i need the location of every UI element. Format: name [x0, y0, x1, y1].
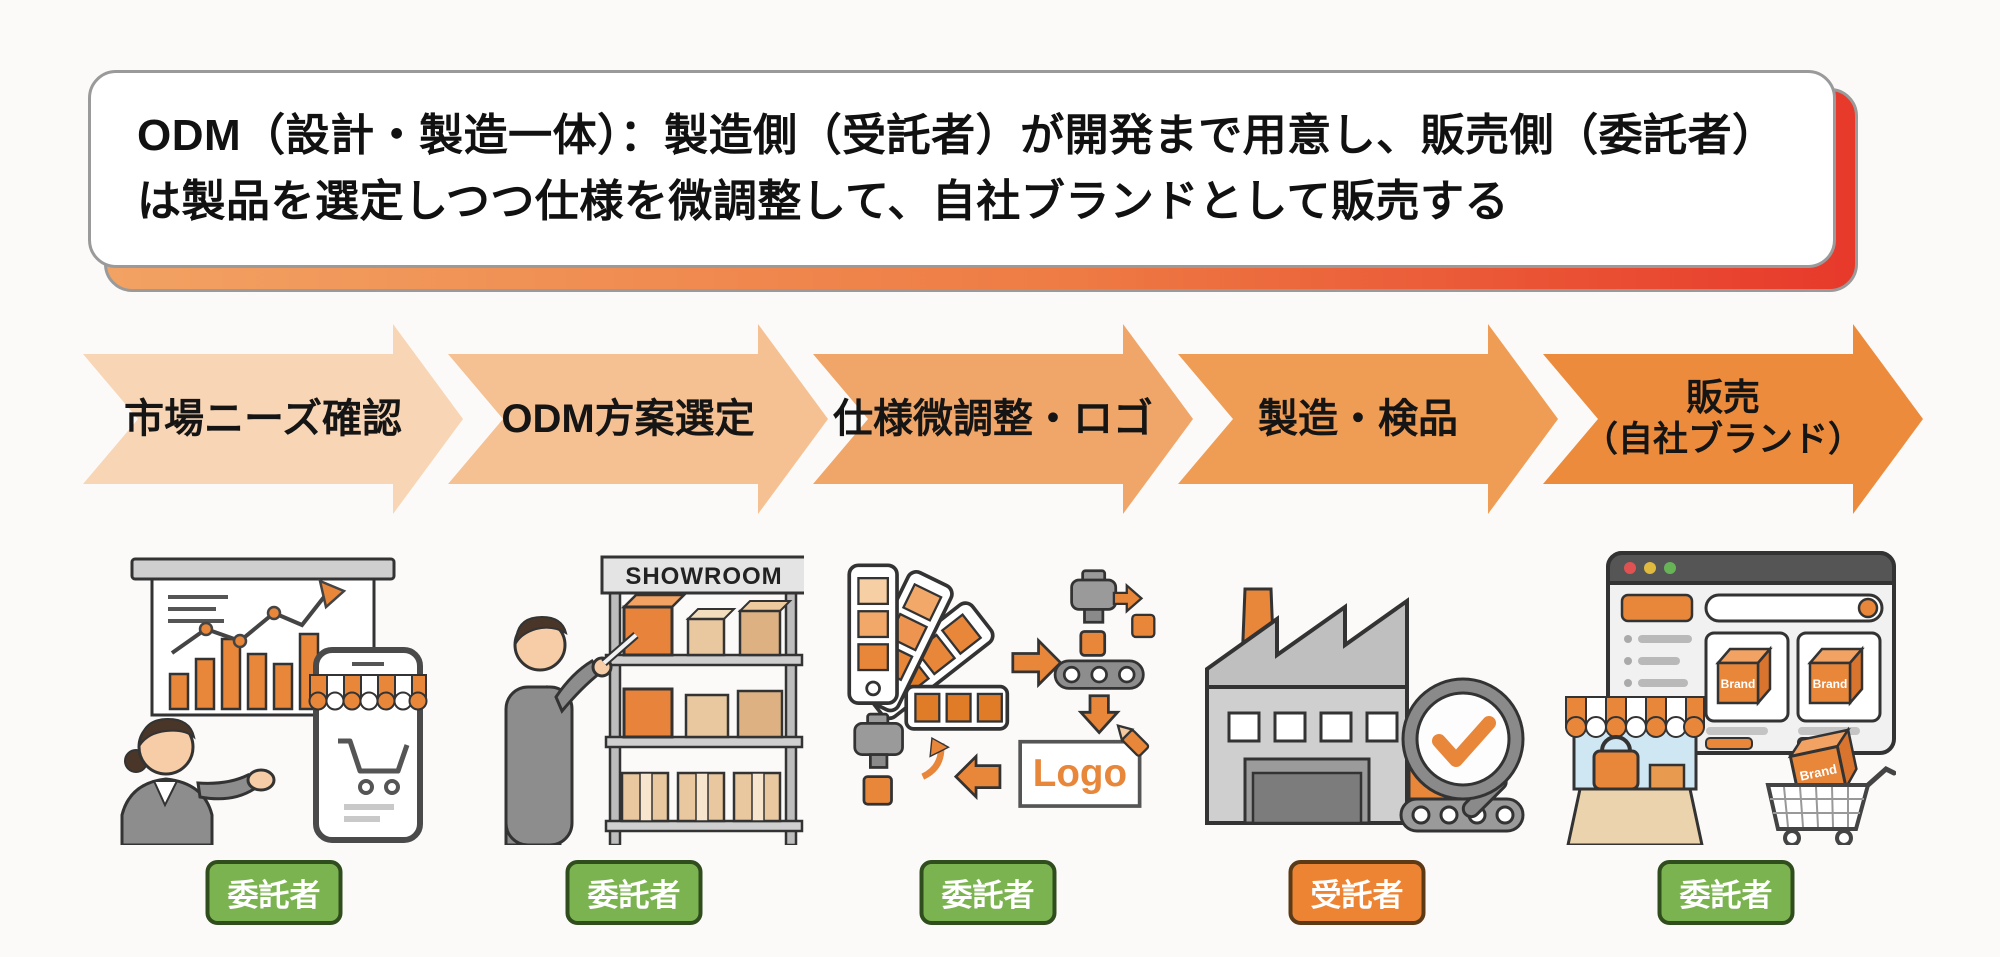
brand-label: Brand: [1721, 677, 1756, 691]
online-store-illustration: Brand Brand: [1565, 551, 1896, 845]
step-label-odm-selection: ODM方案選定: [501, 397, 755, 441]
spec-logo-illustration: Logo: [847, 563, 1156, 808]
product-card: Brand: [1704, 631, 1790, 750]
step-label-spec-logo: 仕様微調整・ロゴ: [833, 397, 1153, 441]
showroom-shelf-icon: SHOWROOM: [600, 555, 804, 845]
role-badge-contractor: 受託者: [1288, 860, 1426, 925]
step-label-market-needs: 市場ニーズ確認: [124, 397, 402, 441]
awning-icon: [308, 674, 428, 711]
shop-phone-icon: [308, 647, 428, 843]
role-badge-consignor-2: 委託者: [565, 860, 703, 925]
step-arrow-4: [1178, 324, 1558, 514]
step-arrow-5: [1543, 324, 1923, 514]
shopping-bag-icon: [1592, 735, 1640, 791]
stamp-machine-icon: [1053, 569, 1145, 690]
presenter-person-icon: [120, 717, 276, 845]
title-box: ODM（設計・製造一体）：製造側（受託者）が開発まで用意し、販売側（委託者）は製…: [88, 70, 1836, 268]
bar-chart-icon: [168, 632, 320, 711]
arrow-right-icon: [1011, 637, 1063, 689]
title-banner: ODM（設計・製造一体）：製造側（受託者）が開発まで用意し、販売側（委託者）は製…: [88, 70, 1858, 292]
checkmark-icon: [1432, 716, 1496, 767]
showroom-illustration: SHOWROOM: [504, 555, 804, 845]
color-swatch-fan-icon: [847, 563, 1010, 731]
magnifier-check-icon: [1401, 677, 1525, 819]
step-label-sales: 販売 （自社ブランド）: [1582, 376, 1863, 460]
page-title: ODM（設計・製造一体）：製造側（受託者）が開発まで用意し、販売側（委託者）は製…: [137, 111, 1777, 226]
arrow-left-icon: [953, 753, 1002, 801]
role-badge-consignor-3: 委託者: [919, 860, 1057, 925]
search-bar-icon: [1704, 593, 1884, 623]
arrow-down-icon: [1077, 694, 1121, 735]
factory-illustration: [1205, 587, 1525, 833]
market-research-illustration: [120, 557, 428, 845]
logo-box-icon: Logo: [1018, 723, 1150, 808]
step-arrow-3: [813, 324, 1193, 514]
step-arrow-2: [448, 324, 828, 514]
step-label-manufacture-inspect: 製造・検品: [1258, 397, 1458, 441]
factory-icon: [1205, 587, 1409, 825]
brand-label: Brand: [1813, 677, 1848, 691]
role-badge-consignor-1: 委託者: [205, 860, 343, 925]
trend-line-icon: [170, 578, 347, 655]
search-icon: [1857, 597, 1879, 619]
role-badge-consignor-4: 委託者: [1657, 860, 1795, 925]
showroom-sign-label: SHOWROOM: [625, 563, 782, 590]
selecting-person-icon: [504, 615, 639, 845]
cart-icon: [338, 738, 410, 822]
arrow-right-small-icon: [1112, 582, 1144, 614]
pencil-icon: [1116, 723, 1150, 757]
step-arrow-1: [83, 324, 463, 514]
product-square-icon: [1131, 613, 1156, 639]
logo-label: Logo: [1033, 752, 1127, 795]
shopping-cart-icon: Brand: [1765, 726, 1896, 845]
storefront-icon: [1565, 696, 1705, 845]
stamp-machine2-icon: [853, 712, 950, 806]
